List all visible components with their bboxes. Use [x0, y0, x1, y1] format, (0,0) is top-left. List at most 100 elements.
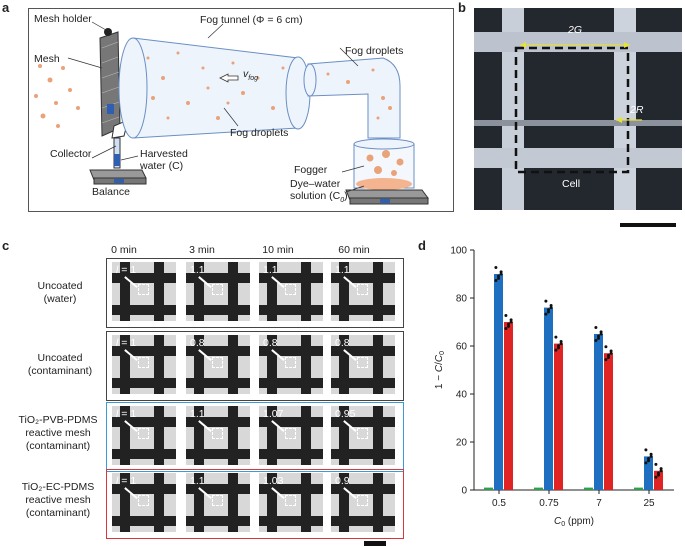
- data-point: [597, 334, 600, 338]
- pinning-number: = 1: [121, 337, 137, 349]
- pinning-value: 1.1: [263, 264, 278, 276]
- mesh-grid: [259, 335, 323, 394]
- micrograph-r1-c1: 0.8: [186, 335, 250, 394]
- data-point: [659, 469, 663, 473]
- y-tick-label: 0: [461, 486, 467, 497]
- bar-s0-2: [584, 487, 593, 490]
- dashed-box: [212, 284, 223, 295]
- panel-a-frame: [28, 8, 454, 212]
- dashed-box: [357, 357, 368, 368]
- panel-label-a: a: [2, 0, 10, 15]
- data-point: [647, 457, 650, 461]
- data-point: [507, 322, 510, 326]
- balance-label: Balance: [92, 186, 130, 198]
- bar-s1-2: [594, 334, 603, 490]
- data-point: [657, 471, 660, 475]
- data-point: [554, 335, 558, 339]
- pinning-number: = 1: [121, 264, 137, 276]
- fog-droplets-top-label: Fog droplets: [345, 45, 404, 57]
- pinning-prefix: l: [116, 337, 119, 349]
- x-tick-label: 0.75: [539, 498, 559, 509]
- y-axis-label: 1 − C/C0: [434, 351, 446, 389]
- mesh-grid: [186, 262, 250, 321]
- data-point: [497, 276, 500, 280]
- micrograph-r3-c0: l = 1: [112, 473, 176, 532]
- data-point: [549, 306, 553, 310]
- mesh-grid: [259, 406, 323, 465]
- panel-label-b: b: [458, 0, 466, 15]
- pinning-value: l = 1: [116, 264, 136, 276]
- label-2r: 2R: [630, 104, 644, 116]
- micrograph-r3-c3: 0.9: [331, 473, 395, 532]
- dashed-box: [357, 428, 368, 439]
- micrograph-r2-c0: l = 1: [112, 406, 176, 465]
- flow-arrow: [219, 73, 239, 83]
- data-point: [559, 339, 563, 343]
- micrograph-r1-c3: 0.8: [331, 335, 395, 394]
- x-axis-label: C0 (ppm): [554, 516, 594, 528]
- data-point: [649, 454, 653, 458]
- pinning-value: 1.1: [190, 408, 205, 420]
- data-point: [557, 346, 560, 350]
- pinning-prefix: l: [116, 475, 119, 487]
- pinning-value: l = 1: [116, 475, 136, 487]
- data-point: [504, 326, 508, 330]
- panel-label-c: c: [2, 238, 10, 253]
- micrograph-r0-c1: 1.1: [186, 262, 250, 321]
- dashed-box: [138, 428, 149, 439]
- fog-tunnel-label: Fog tunnel (Φ = 6 cm): [200, 14, 303, 26]
- fogger-label: Fogger: [294, 164, 328, 176]
- mesh-grid: [186, 473, 250, 532]
- pinning-value: 0.95: [335, 408, 356, 420]
- micrograph-r2-c2: 1.07: [259, 406, 323, 465]
- data-point: [547, 308, 550, 312]
- bar-s0-1: [534, 487, 543, 490]
- mesh-grid: [259, 262, 323, 321]
- data-point: [644, 448, 648, 452]
- collector-label: Collector: [50, 148, 92, 160]
- bar-s1-0: [494, 274, 503, 490]
- data-point: [499, 270, 503, 274]
- data-point: [509, 320, 513, 324]
- dashed-box: [138, 284, 149, 295]
- data-point: [594, 326, 598, 330]
- bar-s1-1: [544, 307, 553, 490]
- y-tick-label: 40: [456, 390, 468, 401]
- pinning-number: = 1: [121, 475, 137, 487]
- data-point: [644, 461, 648, 465]
- micrograph-r2-c1: 1.1: [186, 406, 250, 465]
- data-point: [544, 299, 548, 303]
- data-point: [594, 338, 598, 342]
- mesh-label: Mesh: [34, 53, 60, 65]
- data-point: [604, 358, 608, 362]
- mesh-grid: [186, 335, 250, 394]
- data-point: [607, 353, 610, 357]
- mesh-photo: [474, 8, 682, 210]
- data-point: [499, 272, 503, 276]
- y-tick-label: 20: [456, 438, 468, 449]
- panel-label-d: d: [418, 238, 426, 253]
- mesh-grid: [112, 473, 176, 532]
- data-point: [649, 452, 653, 456]
- data-point: [509, 318, 513, 322]
- pinning-value: 0.8: [263, 337, 278, 349]
- col-title-3: 60 min: [338, 244, 370, 256]
- bar-s0-0: [484, 487, 493, 490]
- pinning-prefix: l: [116, 408, 119, 420]
- dashed-box: [212, 495, 223, 506]
- pinning-value: 1.1: [190, 264, 205, 276]
- x-tick-label: 25: [643, 498, 655, 509]
- dashed-box: [138, 495, 149, 506]
- data-point: [507, 324, 510, 328]
- fog-droplets-bottom-label: Fog droplets: [230, 127, 289, 139]
- col-title-2: 10 min: [262, 244, 294, 256]
- pinning-number: = 1: [121, 408, 137, 420]
- y-tick-label: 80: [456, 294, 468, 305]
- data-point: [654, 462, 658, 466]
- pinning-value: 0.8: [335, 337, 350, 349]
- fog-droplets-left: [34, 64, 80, 128]
- data-point: [497, 274, 500, 278]
- micrograph-r3-c2: 1.03: [259, 473, 323, 532]
